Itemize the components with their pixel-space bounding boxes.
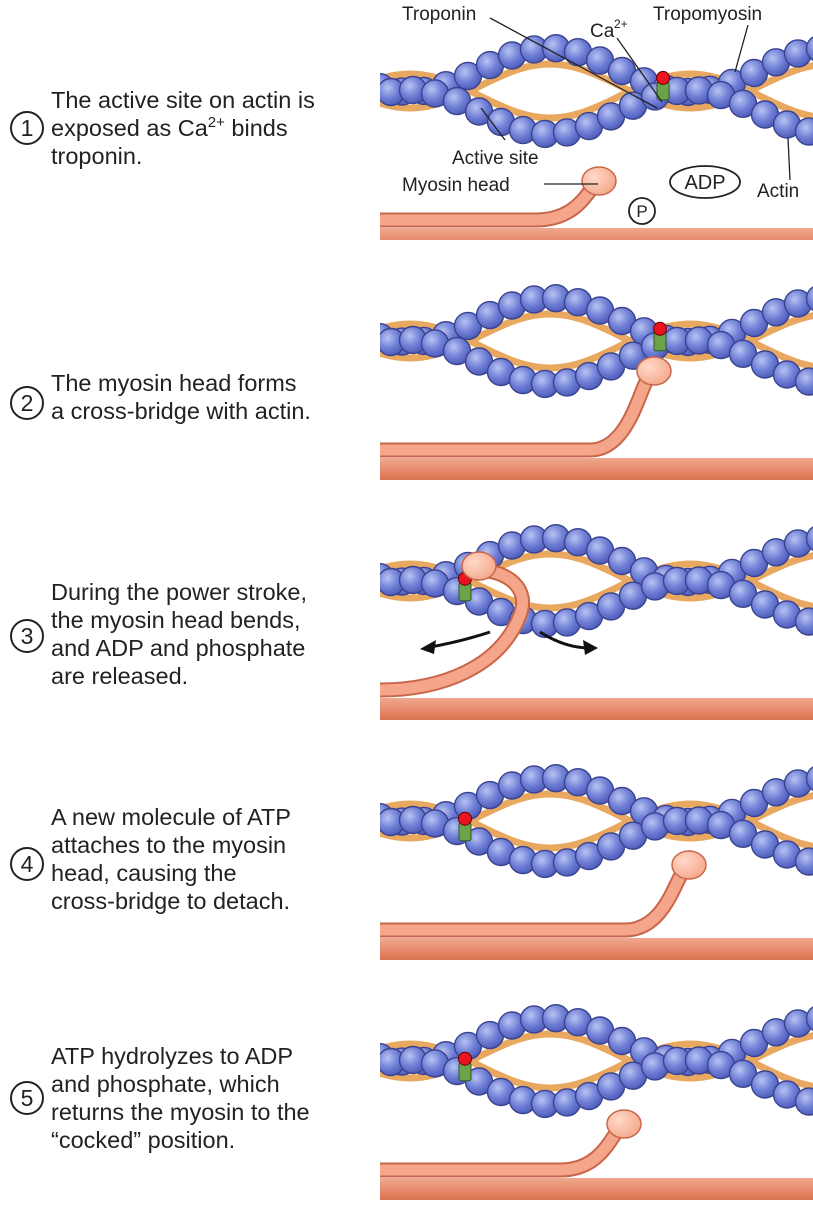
myosin-head-label: Myosin head: [402, 175, 510, 196]
description-line: are released.: [51, 662, 371, 690]
description-text: cross-bridge to detach.: [51, 888, 290, 914]
thick-filament: [380, 228, 813, 240]
description-text: During the power stroke,: [51, 579, 307, 605]
description-line: returns the myosin to the: [51, 1098, 371, 1126]
description-line: “cocked” position.: [51, 1126, 371, 1154]
description-line: The active site on actin is: [51, 86, 371, 114]
description-text: a cross-bridge with actin.: [51, 398, 311, 424]
troponin-complex: [657, 71, 670, 100]
description-text: and ADP and phosphate: [51, 635, 305, 661]
step-number-badge: 5: [10, 1081, 44, 1115]
description-text: A new molecule of ATP: [51, 804, 291, 830]
description-line: exposed as Ca2+ binds: [51, 114, 371, 142]
calcium-charge-label: 2+: [614, 17, 628, 31]
calcium-ion: [654, 322, 667, 335]
description-line: troponin.: [51, 142, 371, 170]
calcium-ion: [657, 71, 670, 84]
actin-label: Actin: [757, 181, 799, 202]
troponin-complex: [654, 322, 667, 351]
description-text: The active site on actin is: [51, 87, 315, 113]
description-line: and ADP and phosphate: [51, 634, 371, 662]
actin-filament: [380, 525, 813, 638]
description-line: ATP hydrolyzes to ADP: [51, 1042, 371, 1070]
thick-filament: [380, 938, 813, 960]
thick-filament: [380, 698, 813, 720]
description-line: a cross-bridge with actin.: [51, 397, 371, 425]
description-text: ATP hydrolyzes to ADP: [51, 1043, 293, 1069]
troponin-complex: [459, 1052, 472, 1081]
active-site-label: Active site: [452, 148, 539, 169]
description-text: attaches to the myosin: [51, 832, 286, 858]
description-line: the myosin head bends,: [51, 606, 371, 634]
description-text: and phosphate, which: [51, 1071, 280, 1097]
calcium-ion: [459, 812, 472, 825]
description-text: binds: [225, 115, 288, 141]
adp-molecule: ADP: [670, 166, 740, 198]
sarcomere-illustration: ATP: [380, 720, 813, 960]
description-line: A new molecule of ATP: [51, 803, 371, 831]
actin-filament: [380, 285, 813, 398]
calcium-label: Ca: [590, 21, 615, 42]
description-text: The myosin head forms: [51, 370, 297, 396]
step-description: During the power stroke,the myosin head …: [51, 578, 371, 690]
ion-charge-superscript: 2+: [208, 114, 225, 131]
troponin-complex: [459, 812, 472, 841]
description-line: During the power stroke,: [51, 578, 371, 606]
troponin-label: Troponin: [402, 4, 476, 25]
phosphate-molecule-label: P: [636, 202, 647, 221]
phosphate-molecule: P: [629, 198, 655, 224]
description-line: The myosin head forms: [51, 369, 371, 397]
step-illustration: ATP: [380, 720, 813, 960]
adp-molecule-label: ADP: [684, 172, 725, 194]
description-text: head, causing the: [51, 860, 237, 886]
description-text: troponin.: [51, 143, 142, 169]
step-number-badge: 4: [10, 847, 44, 881]
actin-filament: [380, 1005, 813, 1118]
actin-filament: [380, 35, 813, 148]
thick-filament: [380, 458, 813, 480]
description-text: returns the myosin to the: [51, 1099, 310, 1125]
step-number-badge: 3: [10, 619, 44, 653]
description-text: “cocked” position.: [51, 1127, 235, 1153]
step-number-badge: 2: [10, 386, 44, 420]
calcium-ion: [459, 1052, 472, 1065]
description-text: are released.: [51, 663, 188, 689]
description-line: and phosphate, which: [51, 1070, 371, 1098]
description-line: attaches to the myosin: [51, 831, 371, 859]
myosin-head: [380, 1110, 641, 1170]
description-line: cross-bridge to detach.: [51, 887, 371, 915]
description-line: head, causing the: [51, 859, 371, 887]
description-text: exposed as Ca: [51, 115, 208, 141]
tropomyosin-label: Tropomyosin: [653, 4, 762, 25]
step-number-badge: 1: [10, 111, 44, 145]
thick-filament: [380, 1178, 813, 1200]
actin-filament: [380, 765, 813, 878]
description-text: the myosin head bends,: [51, 607, 301, 633]
